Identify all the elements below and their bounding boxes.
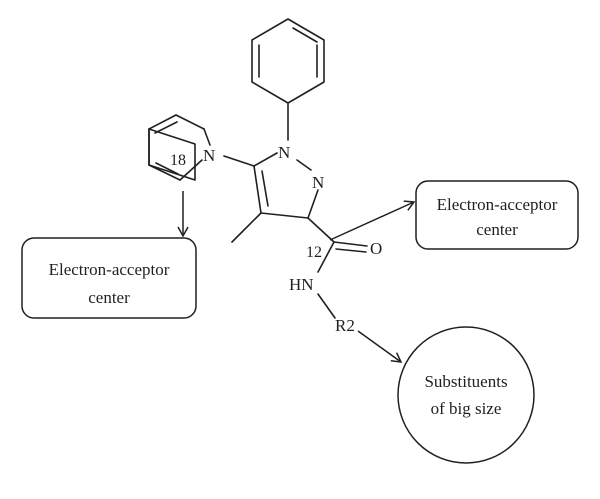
arrow-r2-to-circle (357, 330, 403, 363)
pyrrole-ring (148, 114, 255, 181)
amide-nh-label: HN (289, 275, 314, 294)
left-box-line1: Electron-acceptor (49, 260, 170, 279)
position-12-label: 12 (306, 244, 322, 261)
arrow-carbonyl-to-box (329, 200, 416, 241)
carbonyl-oxygen-label: O (370, 239, 382, 258)
circle-line1: Substituents (424, 372, 507, 391)
pyrazole-ring (231, 152, 319, 243)
amide-group (307, 217, 368, 319)
r2-label: R2 (335, 316, 355, 335)
big-substituents-circle: Substituents of big size (397, 326, 535, 464)
left-box-line2: center (88, 288, 130, 307)
pyrrole-nitrogen-label: N (203, 146, 215, 165)
position-18-label: 18 (170, 152, 186, 169)
phenyl-ring (251, 18, 325, 141)
circle-line2: of big size (431, 399, 502, 418)
left-electron-acceptor-box: Electron-acceptor center (21, 237, 197, 319)
pyrazole-n1-label: N (278, 143, 290, 162)
right-box-line1: Electron-acceptor (437, 195, 558, 214)
right-box-line2: center (476, 220, 518, 239)
right-electron-acceptor-box: Electron-acceptor center (415, 180, 579, 250)
pyrazole-n2-label: N (312, 173, 324, 192)
